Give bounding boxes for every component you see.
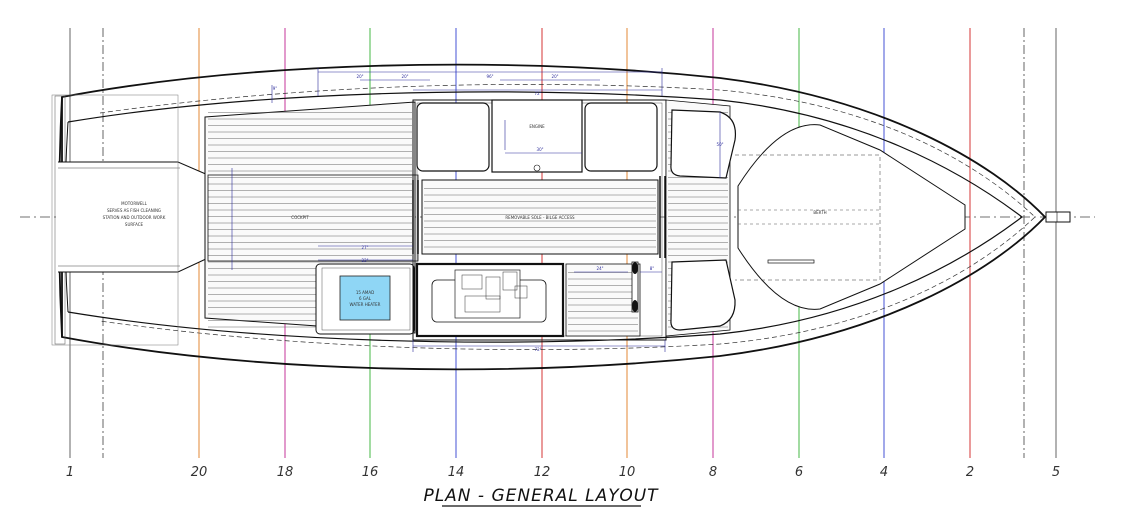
station-label-12: 12 [534,465,551,480]
water-heater-label-1: 15 AMAD [356,290,374,295]
dim-bottom-inner: 72" [535,347,542,352]
station-label-8: 8 [709,465,717,480]
dim-8: 8" [650,266,655,271]
deck-dashed-line [99,84,1036,350]
motorwell-label-3: STATION AND OUTDOOR WORK [103,215,166,220]
water-heater-label-3: WATER HEATER [350,302,381,307]
berth-label: BERTH [813,210,826,215]
dim-24: 24" [597,266,604,271]
station-label-20: 20 [191,465,208,480]
removable-sole [421,179,659,255]
cockpit-label: COCKPIT [291,215,309,220]
water-heater-compartment: 15 AMAD 6 GAL WATER HEATER [315,263,415,335]
station-label-5: 5 [1052,465,1060,480]
motorwell-label-4: SURFACE [125,222,144,227]
station-labels: 1 20 18 16 14 12 10 8 6 4 2 5 [66,465,1060,480]
dim-top-inner: 72" [535,91,542,96]
motorwell-label-1: MOTORWELL [121,201,148,206]
engine [454,269,521,319]
dimension-lines [271,68,721,352]
engine-label: ENGINE [529,124,545,129]
seat-starboard-fwd [670,109,737,179]
sole-label: REMOVABLE SOLE - BILGE ACCESS [505,215,575,220]
water-heater-label-2: 6 GAL [359,296,372,301]
hull-outline [61,63,1047,371]
water-heater [339,275,391,321]
forward-cabin: BERTH [665,99,966,337]
dim-30: 30" [537,147,544,152]
motorwell: MOTORWELL SERVES AS FISH CLEANING STATIO… [51,94,209,346]
center-cabin: ENGINE REMOVABLE SOLE - BILGE ACCESS [412,99,667,341]
station-label-14: 14 [448,465,465,480]
bow-fitting [1045,211,1071,223]
hull-inner-line [67,91,1023,343]
motorwell-label-2: SERVES AS FISH CLEANING [107,208,161,213]
cleat-icon [631,261,639,313]
station-label-2: 2 [966,465,974,480]
seat-port-aft [416,102,490,172]
dim-50: 50" [717,142,724,147]
station-label-18: 18 [277,465,294,480]
dim-22: 22" [362,258,369,263]
station-label-16: 16 [362,465,379,480]
station-label-6: 6 [795,465,803,480]
dim-20b: 20" [402,74,409,79]
dimension-labels: 96" 72" 72" 27" 22" 20" 20" 20" 8" 24" 3… [273,74,724,352]
seat-port-fwd-lower [670,259,736,331]
v-berth [737,124,966,310]
engine-box [491,99,583,173]
dim-top-overall: 96" [487,74,494,79]
station-label-1: 1 [66,465,74,480]
dim-20a: 20" [357,74,364,79]
station-label-10: 10 [619,465,636,480]
dim-20c: 20" [552,74,559,79]
seat-port-fwd [584,102,658,172]
drawing-title: PLAN - GENERAL LAYOUT [423,486,659,506]
station-label-4: 4 [880,465,888,480]
dim-27: 27" [362,245,369,250]
dim-9: 9" [273,86,278,91]
